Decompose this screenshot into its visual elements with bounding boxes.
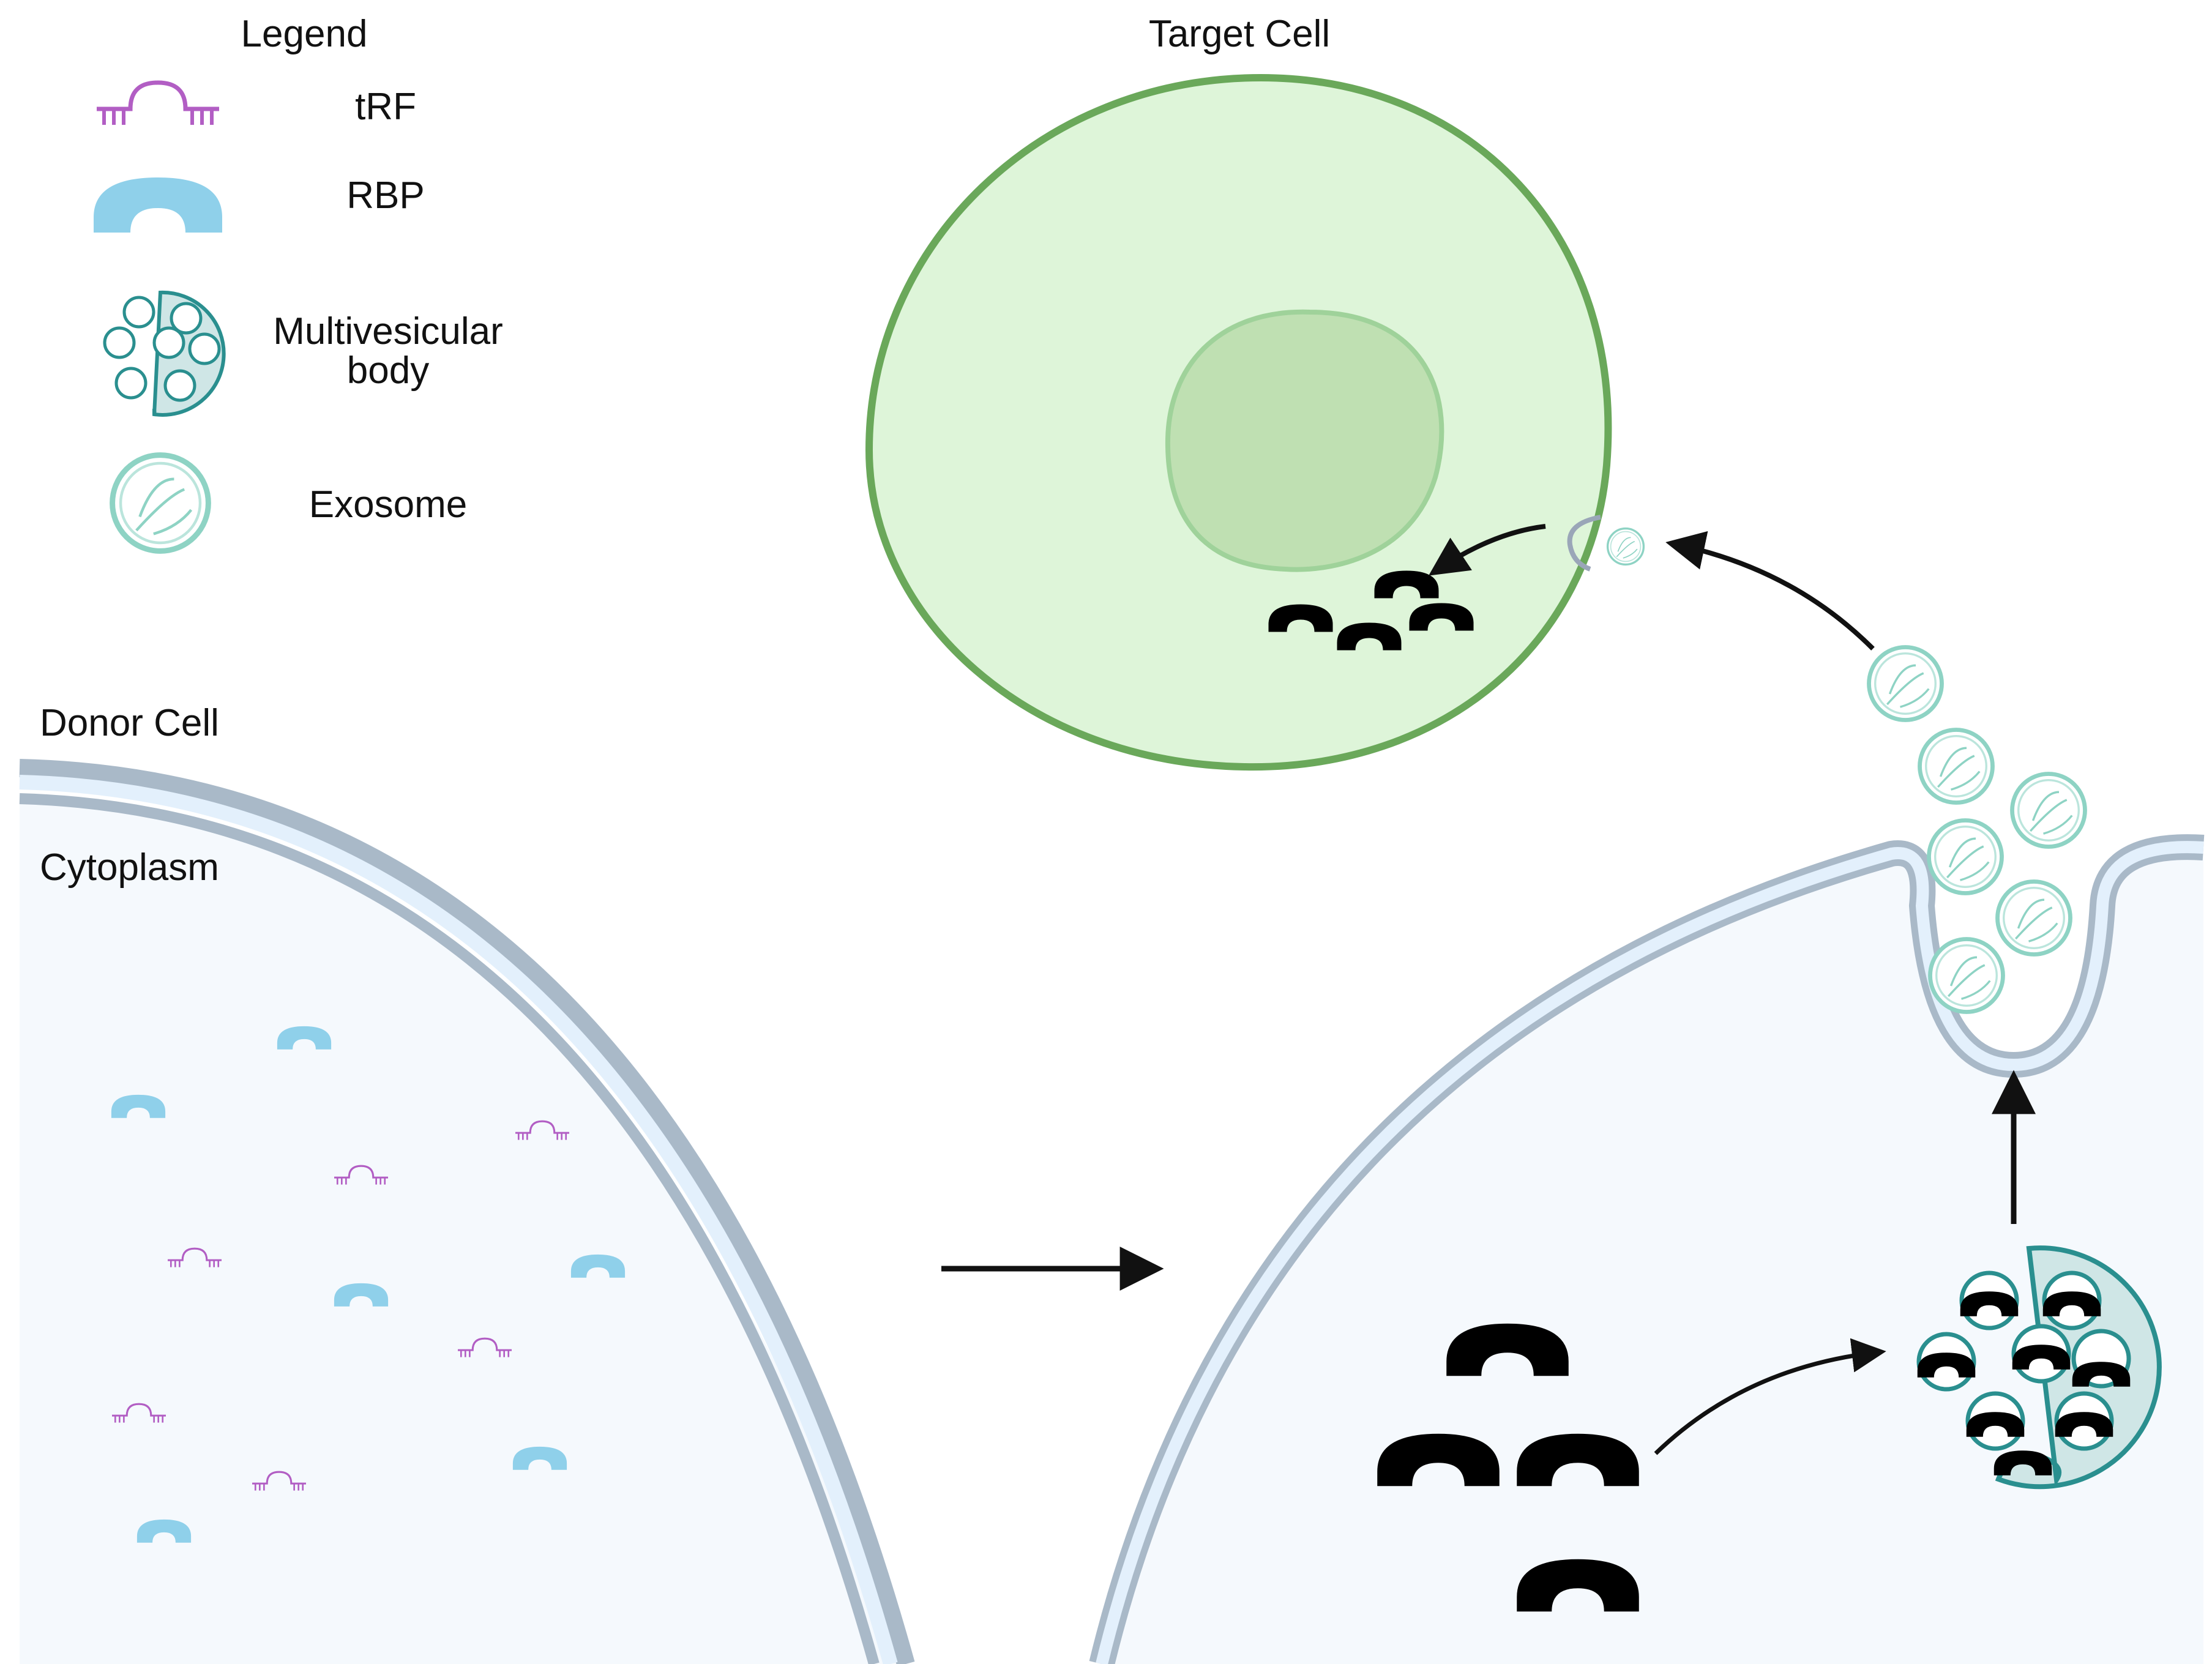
donor-membrane-outer [19,759,915,1664]
released-exosome [1920,730,1993,803]
donor-right-cytoplasm [1102,847,2203,1664]
exosome-icon [113,455,209,551]
mvb-vesicle [2011,1324,2071,1384]
legend-label-exosome: Exosome [309,483,467,526]
donor-right-membrane-lumen [1096,841,2204,1664]
mvb-vesicle [2071,1329,2131,1392]
target-cell: Target Cell [865,13,1612,771]
donor-membrane-mid [19,775,898,1664]
arrow-exosome-to-target [1665,531,1875,651]
mvb-vesicle [2042,1270,2102,1330]
mvb-vesicle [1959,1270,2019,1330]
uptake-membrane [1567,515,1601,572]
legend-label-trf: tRF [355,86,416,128]
released-exosome [1869,647,1942,720]
mvb-vesicle [1916,1332,1976,1392]
released-exosome [2012,774,2085,847]
target-nucleus [1165,309,1444,572]
exosome-docking [1606,527,1645,566]
released-exosome [1930,939,2003,1012]
arrow-into-target [1429,524,1546,576]
donor-cytoplasm [20,796,900,1664]
cytoplasm-label: Cytoplasm [40,846,219,889]
legend-label-mvb-line1: Multivesicular [273,310,503,353]
target-cell-label: Target Cell [1149,13,1330,55]
mvb-vesicle [1965,1391,2025,1451]
rbp-icon [94,177,222,233]
donor-cell-left: Donor Cell Cytoplasm [19,702,915,1664]
donor-cell-right [1089,647,2205,1664]
legend-label-rbp: RBP [346,174,424,217]
released-exosome [1929,821,2002,894]
multivesicular-body-icon [103,290,226,417]
released-exosome [1998,882,2071,955]
trf-icon [97,83,219,125]
legend: Legend tRF RBP Multivesicular body Exoso… [94,13,503,551]
arrow-complex-to-mvb [1654,1338,1886,1455]
legend-title: Legend [241,13,368,55]
multivesicular-body [1916,1245,2162,1490]
legend-label-mvb-line2: body [347,349,429,392]
mvb-vesicle [2054,1391,2114,1451]
donor-membrane-inner [19,793,880,1664]
donor-cell-label: Donor Cell [40,702,219,744]
